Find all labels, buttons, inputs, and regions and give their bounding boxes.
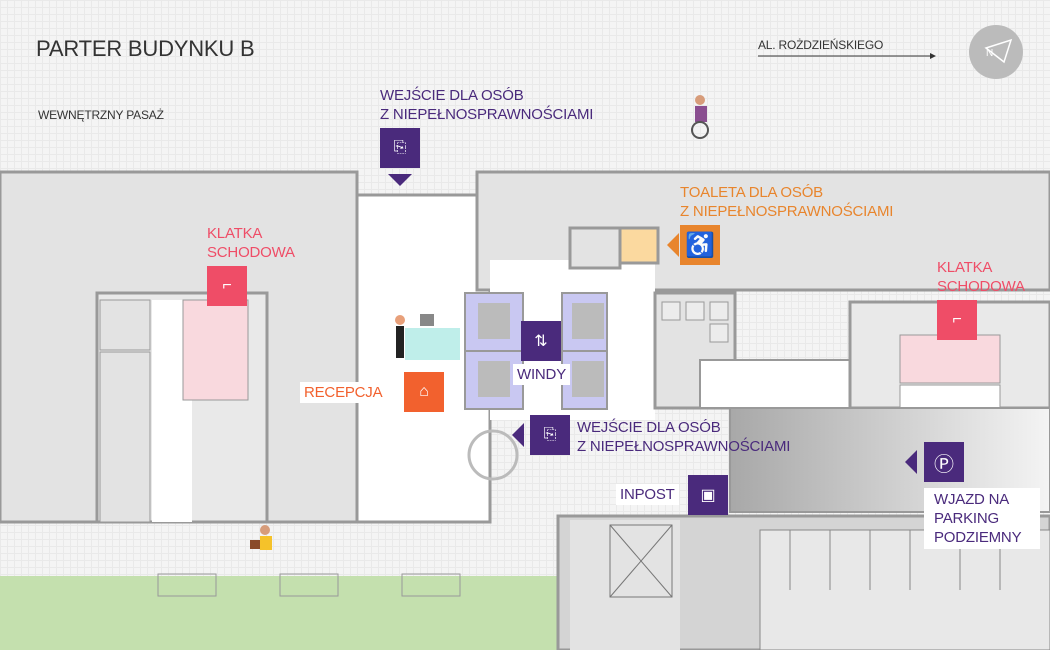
person-icon: [395, 315, 405, 325]
compass-icon: [969, 25, 1023, 79]
parking-pointer: [905, 450, 917, 474]
entrance-mid-pointer: [512, 423, 524, 447]
entrance-door-icon[interactable]: ⎘: [530, 415, 570, 455]
reception-desk: [405, 328, 460, 360]
reception-icon[interactable]: ⌂: [404, 372, 444, 412]
fence: [157, 573, 461, 597]
wheelchair-user-icon: [695, 95, 705, 105]
stairs-right: [899, 334, 1001, 384]
inpost-label: INPOST: [616, 484, 679, 505]
stairs-icon[interactable]: ⌐: [207, 266, 247, 306]
parcel-locker-icon[interactable]: ▣: [688, 475, 728, 515]
revolving-door: [467, 429, 519, 481]
elevators-label: WINDY: [513, 364, 570, 385]
street-label: AL. ROŻDZIEŃSKIEGO: [758, 38, 884, 52]
wheelchair-icon[interactable]: ♿: [680, 225, 720, 265]
compass-letter: N: [986, 48, 994, 59]
green-area: [0, 576, 558, 650]
parking-icon[interactable]: Ⓟ: [924, 442, 964, 482]
entrance-pointer: [388, 174, 412, 186]
reception-label: RECEPCJA: [300, 382, 387, 403]
accessible-toilet: [618, 226, 660, 265]
passage-label: WEWNĘTRZNY PASAŻ: [38, 108, 164, 122]
entrance-door-icon[interactable]: ⎘: [380, 128, 420, 168]
stairs-icon[interactable]: ⌐: [937, 300, 977, 340]
stairs-left: [182, 299, 249, 401]
elevators: [464, 292, 608, 410]
elevator-icon[interactable]: ⇅: [521, 321, 561, 361]
running-person-icon: [260, 525, 270, 535]
page-title: PARTER BUDYNKU B: [36, 36, 255, 61]
toilet-pointer: [667, 233, 679, 257]
